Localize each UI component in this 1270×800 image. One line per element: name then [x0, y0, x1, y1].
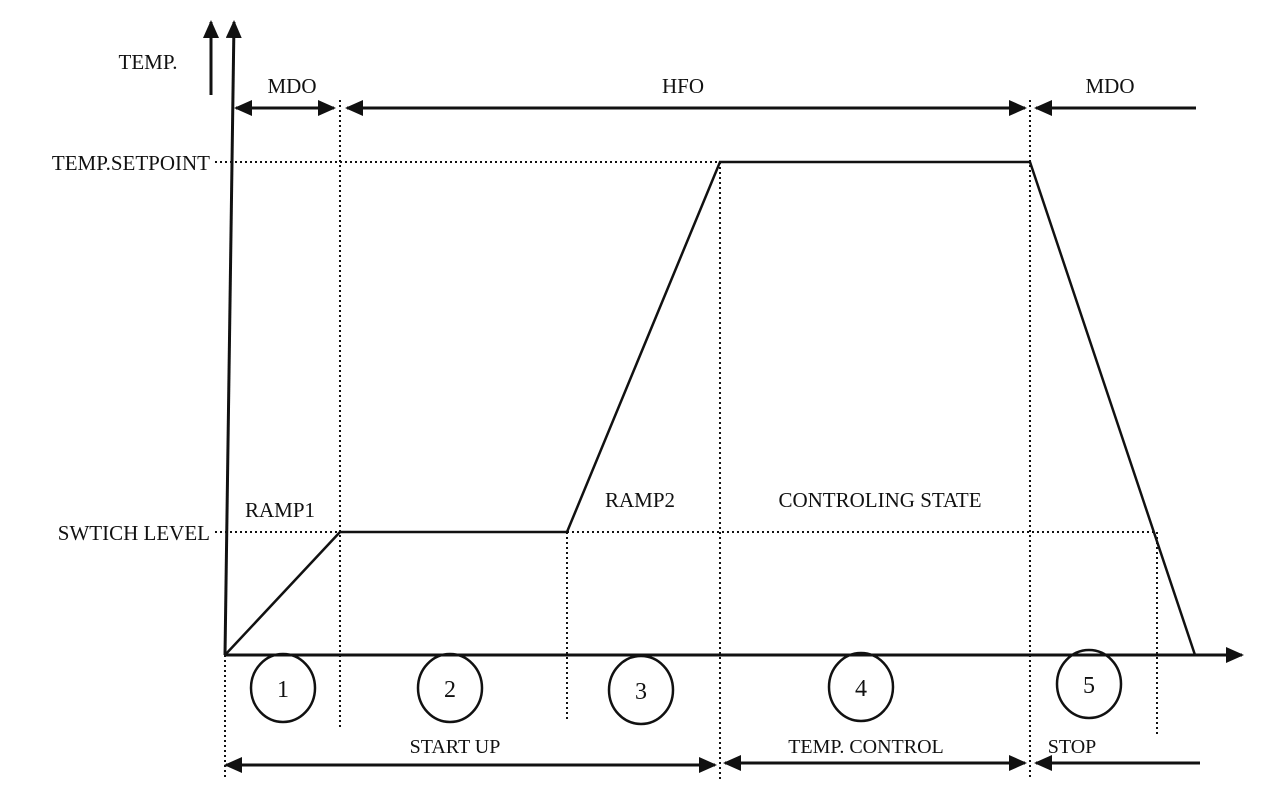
controlling-state-label: CONTROLING STATE	[778, 488, 981, 512]
phase-number: 5	[1083, 673, 1095, 699]
phase-4: 4	[827, 651, 895, 723]
y-axis	[223, 20, 242, 656]
ramp1-label: RAMP1	[245, 498, 315, 522]
phase-number: 1	[277, 677, 289, 703]
phase-3: 3	[607, 654, 675, 726]
startup-label: START UP	[410, 736, 501, 758]
fuel-mdo-end-label: MDO	[1085, 74, 1134, 98]
temp-control-label: TEMP. CONTROL	[788, 736, 944, 758]
temperature-curve	[224, 160, 1197, 656]
switch-level-label: SWTICH LEVEL	[58, 521, 210, 545]
phase-number: 4	[855, 676, 867, 702]
ramp2-label: RAMP2	[605, 488, 675, 512]
phase-number: 2	[444, 677, 456, 703]
setpoint-label: TEMP.SETPOINT	[52, 151, 210, 175]
phase-2: 2	[416, 652, 484, 724]
phase-5: 5	[1055, 648, 1123, 720]
fuel-mdo-start-label: MDO	[267, 74, 316, 98]
phase-1: 1	[249, 652, 317, 724]
phase-number: 3	[635, 679, 647, 705]
fuel-hfo-label: HFO	[662, 74, 704, 98]
y-axis-label: TEMP.	[119, 50, 178, 74]
stop-label: STOP	[1048, 736, 1097, 758]
